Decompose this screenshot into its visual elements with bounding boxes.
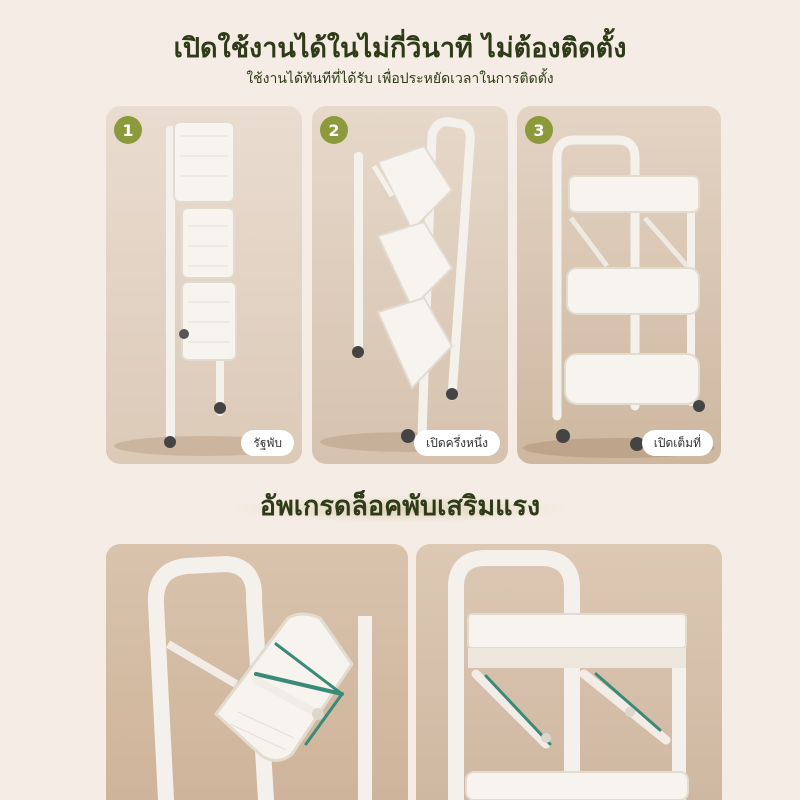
upgrade-title: อัพเกรดล็อคพับเสริมแรง [259,491,541,522]
fully-open-cart-image [523,135,715,458]
step-state-label: รัฐพับ [241,430,294,456]
lock-detail-front [416,544,722,800]
page-subtitle: ใช้งานได้ทันทีที่ได้รับ เพื่อประหยัดเวลา… [246,71,554,87]
lock-detail-side [106,544,408,800]
step-number-badge: 2 [320,116,348,144]
step-panel-folded: 1 รัฐพับ [106,106,302,464]
step-panel-half-open: 2 เปิดครึ่งหนึ่ง [312,106,508,464]
step-panel-fully-open: 3 เปิดเต็มที่ [517,106,721,464]
heading-highlight [230,495,570,523]
step-state-label: เปิดครึ่งหนึ่ง [414,430,500,456]
page-title: เปิดใช้งานได้ในไม่กี่วินาที ไม่ต้องติดตั… [173,33,627,64]
side-lock-detail-image [147,555,372,800]
folded-cart-image [114,121,294,456]
front-lock-detail-image [448,550,689,800]
step-state-label: เปิดเต็มที่ [641,430,713,456]
step-number-badge: 3 [525,116,553,144]
step-number-badge: 1 [114,116,142,144]
half-open-cart-image [320,117,500,452]
